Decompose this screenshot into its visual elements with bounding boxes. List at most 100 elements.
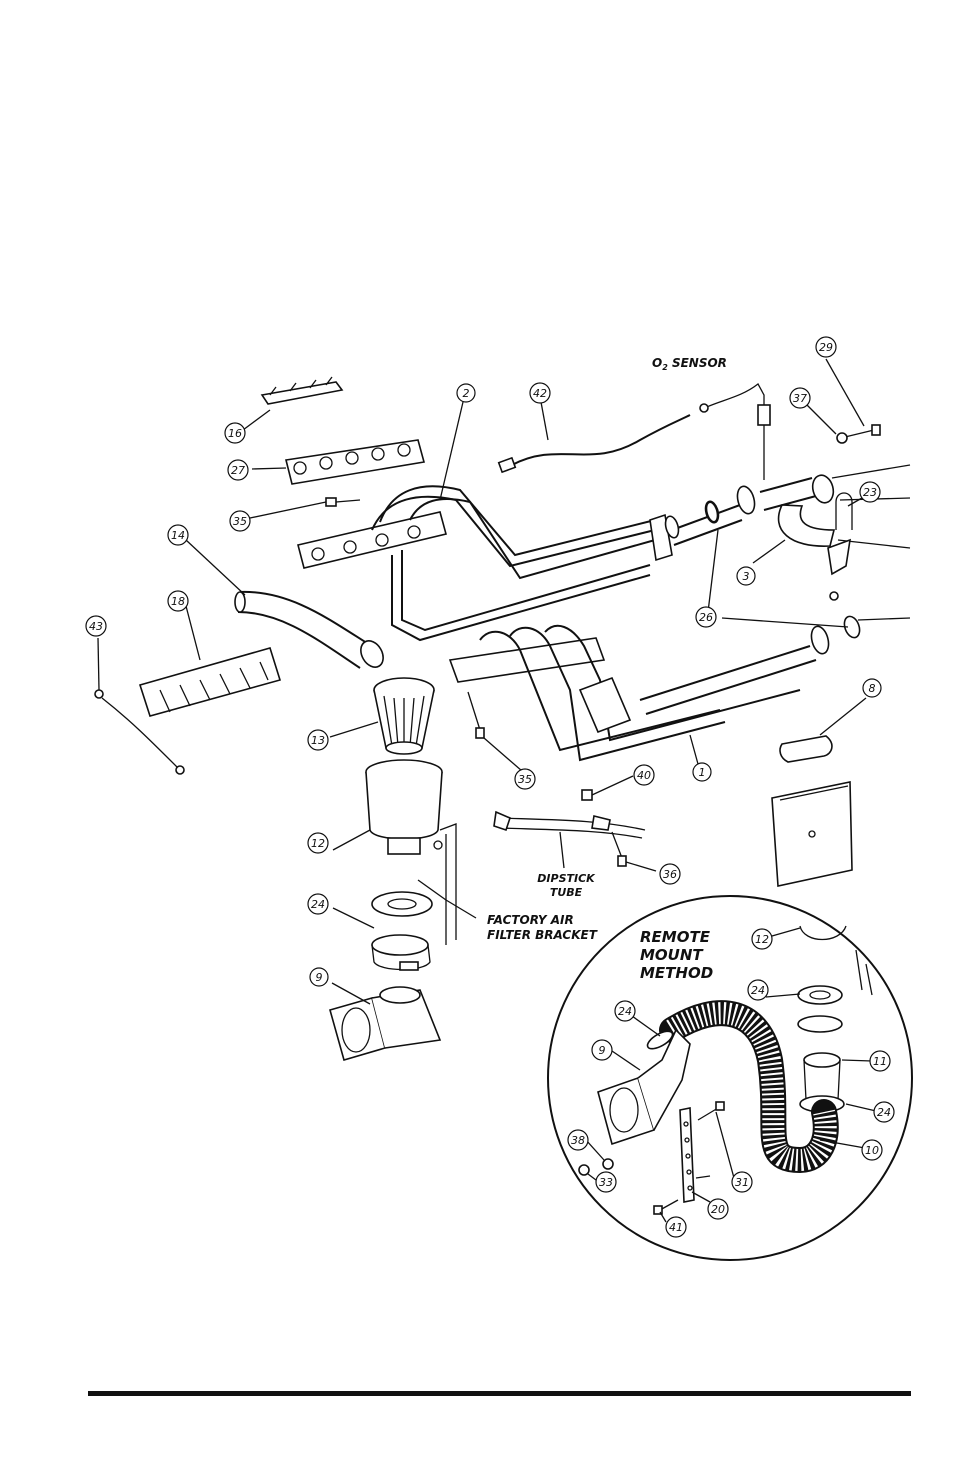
callout-35-lower: 35 (515, 769, 535, 789)
svg-text:24: 24 (877, 1106, 891, 1119)
svg-text:40: 40 (637, 769, 651, 782)
callout-16: 16 (225, 423, 245, 443)
callout-43: 43 (86, 616, 106, 636)
callout-26: 26 (696, 607, 716, 627)
svg-text:9: 9 (316, 971, 323, 984)
sensor-cable-42 (499, 415, 690, 472)
svg-text:12: 12 (755, 933, 769, 946)
callout-40: 40 (634, 765, 654, 785)
callout-remote-24-right: 24 (874, 1102, 894, 1122)
svg-text:35: 35 (518, 773, 532, 786)
svg-text:11: 11 (873, 1055, 887, 1068)
cover-8 (780, 736, 832, 762)
svg-text:41: 41 (669, 1221, 683, 1234)
callout-3: 3 (737, 567, 755, 585)
heat-shield-16 (262, 377, 342, 404)
svg-text:24: 24 (751, 984, 765, 997)
remote-mount-inset (548, 896, 912, 1260)
callout-remote-31: 31 (732, 1172, 752, 1192)
svg-text:33: 33 (599, 1176, 613, 1189)
svg-text:36: 36 (663, 868, 677, 881)
callout-remote-12: 12 (752, 929, 772, 949)
factory-bracket (418, 824, 456, 945)
dipstick-bracket (494, 790, 645, 866)
o2-sensor-wire (700, 384, 770, 480)
svg-text:10: 10 (865, 1144, 879, 1157)
header-2-upper (298, 484, 757, 640)
svg-text:27: 27 (231, 464, 245, 477)
svg-text:20: 20 (711, 1203, 725, 1216)
svg-text:FILTER BRACKET: FILTER BRACKET (487, 928, 598, 942)
callout-remote-38: 38 (568, 1130, 588, 1150)
svg-text:MOUNT: MOUNT (640, 946, 704, 964)
svg-text:O2 SENSOR: O2 SENSOR (652, 356, 727, 372)
callout-24: 24 (308, 894, 328, 914)
module-box (772, 782, 852, 886)
svg-text:TUBE: TUBE (550, 886, 583, 899)
callout-9: 9 (310, 968, 328, 986)
callout-13: 13 (308, 730, 328, 750)
callout-36: 36 (660, 864, 680, 884)
callout-remote-20: 20 (708, 1199, 728, 1219)
callout-remote-11: 11 (870, 1051, 890, 1071)
svg-text:37: 37 (793, 392, 807, 405)
u-bolt-23 (828, 493, 852, 600)
callout-42: 42 (530, 383, 550, 403)
svg-text:14: 14 (171, 529, 185, 542)
callout-14: 14 (168, 525, 188, 545)
filter-cone-13 (374, 678, 434, 754)
callout-remote-41: 41 (666, 1217, 686, 1237)
svg-text:29: 29 (819, 341, 833, 354)
callout-29: 29 (816, 337, 836, 357)
o2-sensor-label: O2 SENSOR (652, 356, 727, 372)
filter-housing-12 (366, 760, 442, 854)
bolt-29-washer-37 (837, 425, 880, 443)
callout-2: 2 (457, 384, 475, 402)
callout-remote-33: 33 (596, 1172, 616, 1192)
svg-text:18: 18 (171, 595, 185, 608)
svg-text:12: 12 (311, 837, 325, 850)
filter-media-18 (140, 648, 280, 716)
inlet-9 (330, 987, 440, 1060)
svg-text:24: 24 (311, 898, 325, 911)
svg-text:1: 1 (699, 766, 706, 779)
svg-text:26: 26 (699, 611, 713, 624)
callout-35-upper: 35 (230, 511, 250, 531)
callout-remote-24-left: 24 (615, 1001, 635, 1021)
svg-text:35: 35 (233, 515, 247, 528)
callout-12: 12 (308, 833, 328, 853)
callout-remote-9: 9 (592, 1040, 612, 1060)
exhaust-gasket-27 (286, 440, 424, 484)
svg-text:13: 13 (311, 734, 325, 747)
svg-text:METHOD: METHOD (640, 964, 713, 982)
factory-bracket-label: FACTORY AIR FILTER BRACKET (487, 913, 598, 942)
svg-text:24: 24 (618, 1005, 632, 1018)
callout-23: 23 (860, 482, 880, 502)
remote-mount-title: REMOTE MOUNT METHOD (640, 928, 713, 982)
svg-text:42: 42 (533, 387, 547, 400)
svg-text:2: 2 (463, 387, 470, 400)
svg-text:16: 16 (228, 427, 242, 440)
footer-rule (88, 1391, 911, 1396)
callout-27: 27 (228, 460, 248, 480)
svg-text:9: 9 (599, 1044, 606, 1057)
callout-18: 18 (168, 591, 188, 611)
svg-text:23: 23 (863, 486, 877, 499)
dipstick-tube-label: DIPSTICK TUBE (537, 872, 596, 899)
callout-remote-10: 10 (862, 1140, 882, 1160)
callout-8: 8 (863, 679, 881, 697)
svg-text:8: 8 (869, 682, 876, 695)
bolt-35-lower (468, 692, 484, 738)
callout-1: 1 (693, 763, 711, 781)
callout-37: 37 (790, 388, 810, 408)
callout-remote-24-top: 24 (748, 980, 768, 1000)
svg-text:REMOTE: REMOTE (640, 928, 711, 946)
svg-text:38: 38 (571, 1134, 585, 1147)
svg-text:43: 43 (89, 620, 103, 633)
bolt-35-upper (326, 498, 360, 506)
header-1-lower (450, 618, 910, 760)
svg-text:31: 31 (735, 1176, 749, 1189)
svg-text:DIPSTICK: DIPSTICK (537, 872, 596, 885)
